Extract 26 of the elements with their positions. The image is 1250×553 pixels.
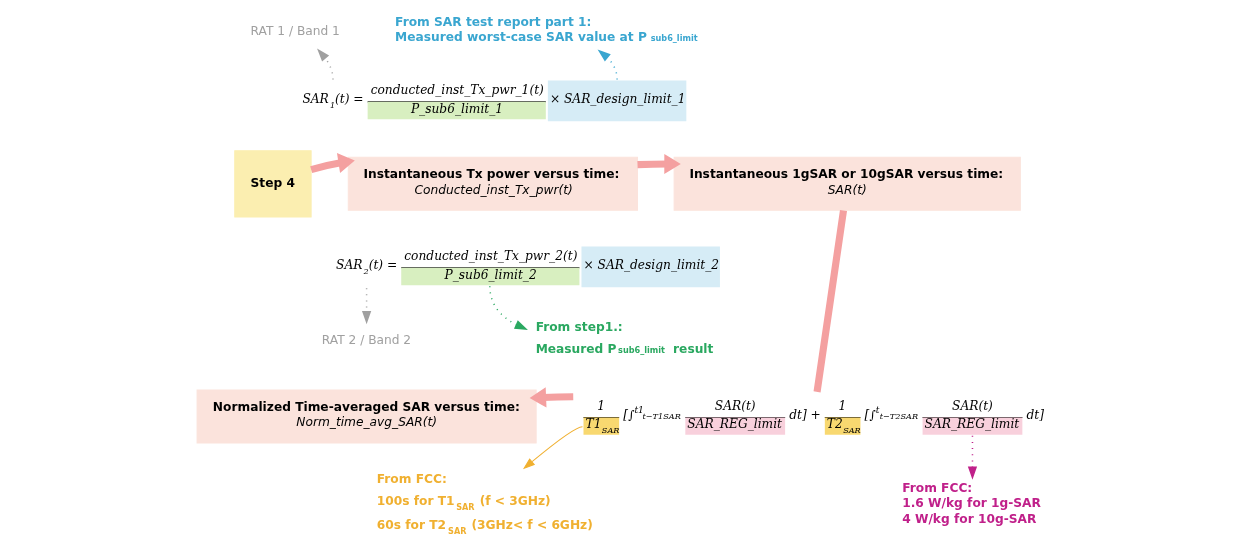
- node-label: dt]: [1025, 407, 1044, 422]
- arrow: [361, 287, 371, 325]
- node-text: RAT 1 / Band 1: [250, 24, 340, 39]
- node-box: Instantaneous Tx power versus time: Conducted_inst_Tx_pwr(t): [347, 156, 638, 211]
- arrow: [597, 49, 618, 81]
- node-text: From step1.: Measured Psub6_limit result: [535, 320, 713, 356]
- node-text: From FCC: 1.6 W/kg for 1g-SAR 4 W/kg for 10g-SAR: [901, 480, 1041, 526]
- node-text: From FCC: 100s for T1$_{SAR}$ (f < 3GHz) 60s for T2$_{SAR}$ (3GHz< f < 6GHz): [376, 471, 593, 537]
- arrow: [522, 426, 583, 470]
- arrow: [309, 153, 355, 173]
- node-box: Step 4: [233, 150, 312, 218]
- node-box: Normalized Time-averaged SAR versus time: Norm_time_avg_SAR(t): [196, 389, 537, 444]
- arrow: [529, 387, 573, 408]
- arrow: [488, 285, 528, 330]
- arrow: [316, 48, 334, 81]
- node-label: 1: [596, 398, 605, 413]
- node-label: 1: [838, 398, 846, 413]
- arrow: [636, 153, 681, 175]
- connector: [813, 209, 847, 393]
- node-label: SAR$_{1}$(t) =: [301, 91, 364, 110]
- node-text: RAT 2 / Band 2: [321, 333, 411, 348]
- node-label: SAR(t): [951, 398, 993, 413]
- node-label: SAR$_{2}$(t) =: [335, 257, 397, 276]
- arrow: [967, 435, 977, 480]
- node-label: SAR(t): [714, 398, 756, 413]
- node-box: Instantaneous 1gSAR or 10gSAR versus time: SAR(t): [673, 156, 1021, 211]
